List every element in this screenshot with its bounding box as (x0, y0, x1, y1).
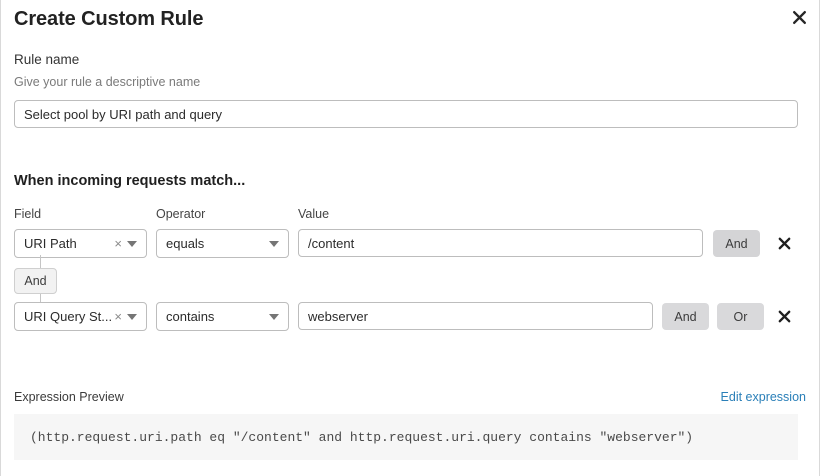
delete-condition-icon-1[interactable] (773, 305, 795, 327)
chevron-down-icon-operator-1[interactable] (269, 313, 279, 320)
connector-line-top (40, 255, 41, 268)
value-input-0[interactable] (298, 229, 703, 257)
expression-preview-text: (http.request.uri.path eq "/content" and… (30, 429, 694, 445)
field-select-0[interactable]: URI Path × (14, 229, 147, 258)
operator-select-0[interactable]: equals (156, 229, 289, 258)
close-icon[interactable] (788, 6, 810, 28)
operator-select-1[interactable]: contains (156, 302, 289, 331)
chevron-down-icon-field-0[interactable] (127, 240, 137, 247)
operator-select-value-1: contains (166, 309, 215, 324)
column-header-field: Field (14, 207, 42, 221)
field-select-value-1: URI Query St... (24, 309, 113, 324)
and-button-0[interactable]: And (713, 230, 760, 257)
operator-select-value-0: equals (166, 236, 205, 251)
chevron-down-icon-operator-0[interactable] (269, 240, 279, 247)
column-header-operator: Operator (156, 207, 206, 221)
connector-line-bottom (40, 294, 41, 303)
field-clear-icon-0[interactable]: × (114, 236, 122, 251)
condition-row: URI Query St... × contains And Or (1, 302, 819, 332)
or-button-1[interactable]: Or (717, 303, 764, 330)
edit-expression-link[interactable]: Edit expression (720, 390, 806, 404)
column-header-value: Value (298, 207, 330, 221)
condition-row: URI Path × equals And (1, 229, 819, 259)
delete-condition-icon-0[interactable] (773, 232, 795, 254)
field-select-1[interactable]: URI Query St... × (14, 302, 147, 331)
connector-and-button[interactable]: And (14, 268, 57, 294)
row-connector: And (1, 255, 201, 305)
rule-name-label: Rule name (14, 52, 80, 67)
rule-name-hint: Give your rule a descriptive name (14, 75, 201, 89)
and-button-1[interactable]: And (662, 303, 709, 330)
rule-name-input[interactable] (14, 100, 798, 128)
value-input-1[interactable] (298, 302, 653, 330)
field-select-value-0: URI Path (24, 236, 77, 251)
dialog-title: Create Custom Rule (14, 8, 204, 30)
chevron-down-icon-field-1[interactable] (127, 313, 137, 320)
expression-preview-box: (http.request.uri.path eq "/content" and… (14, 414, 798, 460)
expression-preview-label: Expression Preview (14, 390, 124, 404)
field-clear-icon-1[interactable]: × (114, 309, 122, 324)
match-section-heading: When incoming requests match... (14, 173, 246, 189)
